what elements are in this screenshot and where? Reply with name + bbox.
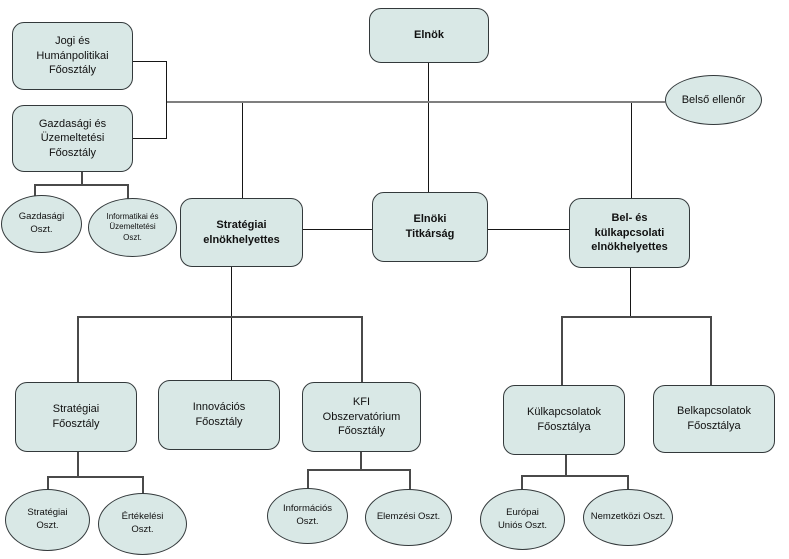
node-kfi-obszervatorium-foosztaly: KFI Obszervatórium Főosztály	[302, 382, 421, 452]
node-jogi-es-humanpolitikai-foosztaly: Jogi és Humánpolitikai Főosztály	[12, 22, 133, 90]
node-elemzesi-osztaly: Elemzési Oszt.	[365, 489, 452, 546]
node-europai-unios-osztaly: Európai Uniós Oszt.	[480, 489, 565, 550]
node-informatikai-es-uzemeltetesi-osztaly: Informatikai és Üzemeltetési Oszt.	[88, 198, 177, 257]
connector-line	[303, 229, 372, 230]
connector-line	[521, 475, 523, 491]
connector-line	[47, 476, 144, 478]
node-gazdasagi-es-uzemeltetesi-foosztaly: Gazdasági és Üzemeltetési Főosztály	[12, 105, 133, 172]
node-elnoki-titkarsag: Elnöki Titkárság	[372, 192, 488, 262]
connector-line	[630, 268, 631, 318]
node-strategiai-elnokhelyettes: Stratégiai elnökhelyettes	[180, 198, 303, 267]
node-strategiai-osztaly: Stratégiai Oszt.	[5, 489, 90, 551]
node-belso-ellenor: Belső ellenőr	[665, 75, 762, 125]
node-bel-es-kulkapcsolati-elnokhelyettes: Bel- és külkapcsolati elnökhelyettes	[569, 198, 690, 268]
connector-line	[242, 103, 243, 198]
connector-line	[710, 316, 712, 385]
connector-line	[166, 101, 665, 103]
node-informacios-osztaly: Információs Oszt.	[267, 488, 348, 544]
connector-line	[361, 316, 363, 382]
node-belkapcsolatok-foosztalya: Belkapcsolatok Főosztálya	[653, 385, 775, 453]
node-nemzetkozi-osztaly: Nemzetközi Oszt.	[583, 489, 673, 546]
connector-line	[428, 63, 429, 192]
connector-line	[627, 475, 629, 491]
connector-line	[34, 184, 36, 197]
connector-line	[77, 452, 79, 478]
connector-line	[166, 61, 167, 139]
node-innovacios-foosztaly: Innovációs Főosztály	[158, 380, 280, 450]
connector-line	[133, 61, 167, 62]
connector-line	[77, 316, 363, 318]
node-strategiai-foosztaly: Stratégiai Főosztály	[15, 382, 137, 452]
connector-line	[307, 469, 411, 471]
connector-line	[631, 103, 632, 198]
connector-line	[360, 452, 362, 471]
connector-line	[34, 184, 129, 186]
connector-line	[127, 184, 129, 200]
connector-line	[565, 455, 567, 477]
connector-line	[561, 316, 712, 318]
connector-line	[133, 138, 167, 139]
connector-line	[409, 469, 411, 490]
node-ertekelesi-osztaly: Értékelési Oszt.	[98, 493, 187, 555]
connector-line	[47, 476, 49, 491]
connector-line	[488, 229, 569, 230]
node-kulkapcsolatok-foosztalya: Külkapcsolatok Főosztálya	[503, 385, 625, 455]
connector-line	[307, 469, 309, 489]
connector-line	[81, 172, 83, 186]
connector-line	[561, 316, 563, 385]
connector-line	[231, 267, 232, 380]
node-gazdasagi-osztaly: Gazdasági Oszt.	[1, 195, 82, 253]
connector-line	[77, 316, 79, 382]
connector-line	[521, 475, 629, 477]
node-elnok: Elnök	[369, 8, 489, 63]
connector-line	[142, 476, 144, 495]
